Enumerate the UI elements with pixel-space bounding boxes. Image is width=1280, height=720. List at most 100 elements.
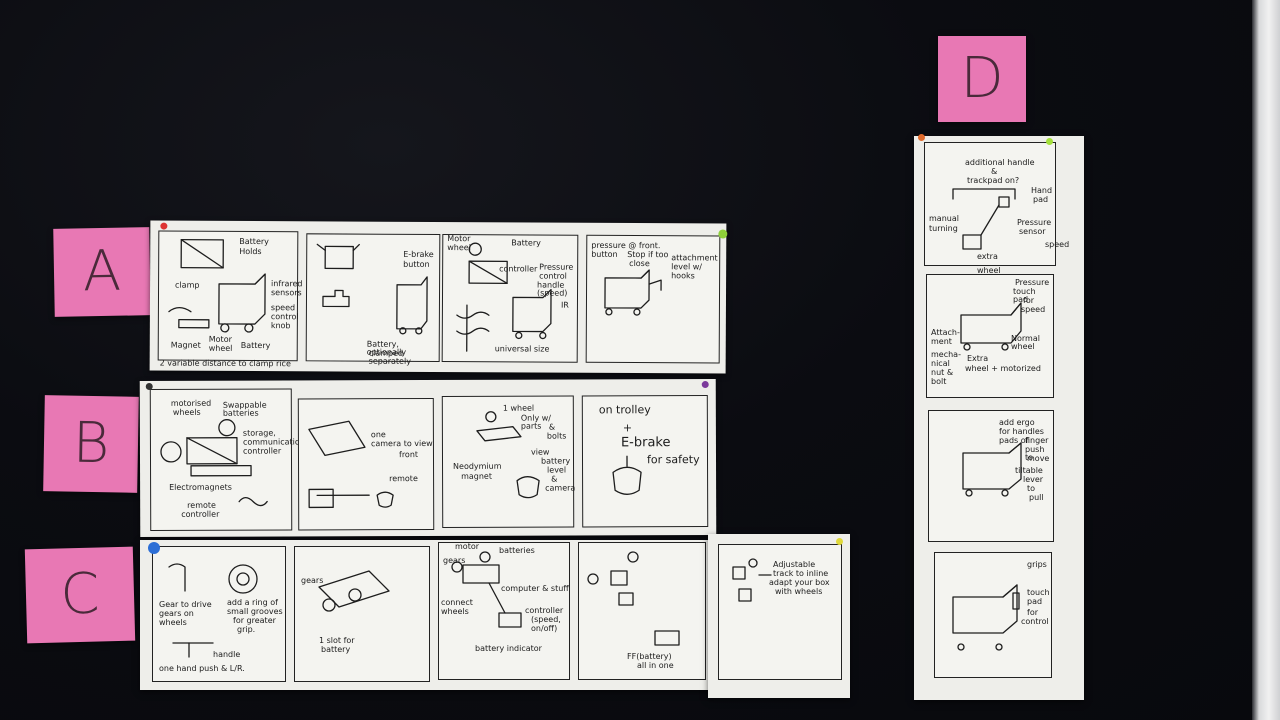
note-d1-trackpad: trackpad on? — [967, 176, 1020, 185]
note-a3-controller: controller — [499, 264, 538, 274]
note-d2-attach: Attach- — [931, 328, 960, 337]
note-c3-batteries: batteries — [499, 546, 535, 555]
panel-d2: Pressure touch pad for speed Attach- men… — [926, 274, 1054, 398]
note-a4-hooks: hooks — [671, 271, 695, 281]
note-d2-normal: Normal wheel — [1011, 334, 1040, 352]
note-d3-lever: lever — [1023, 475, 1044, 484]
panel-c3: motor gears batteries computer & stuff c… — [438, 542, 570, 680]
note-c3-connect: connect — [441, 598, 473, 607]
panel-d1: additional handle & trackpad on? Hand pa… — [924, 142, 1069, 275]
note-b1-swappable: Swappable batteries — [222, 400, 267, 419]
note-c5-adapt: adapt your box — [769, 578, 830, 587]
note-d3-pull: pull — [1029, 493, 1044, 502]
note-d4-pad: pad — [1027, 597, 1043, 606]
note-c2-battery: battery — [321, 645, 351, 654]
note-c4-all: all in one — [637, 661, 674, 670]
pin-red — [160, 222, 168, 230]
note-b3-magnet: magnet — [461, 471, 492, 481]
note-c1-grip: grip. — [237, 625, 256, 634]
note-c1-push: one hand push & L/R. — [159, 664, 245, 673]
sketch-d1 — [952, 188, 1016, 250]
note-b3-camera: camera — [545, 483, 576, 493]
note-a3-ir: IR — [560, 300, 569, 310]
pin-yellow — [836, 538, 843, 545]
sticky-label-a: A — [82, 238, 122, 305]
panel-a3: Motor wheel Battery controller Pressure … — [441, 234, 579, 363]
note-d1-turning: turning — [929, 224, 958, 233]
note-b2-camera: camera to view — [370, 438, 433, 449]
note-c3-motor: motor — [455, 542, 480, 551]
note-c5-wheels: with wheels — [775, 587, 823, 596]
note-d3-pads: pads of — [999, 436, 1029, 445]
note-b3-wheel: 1 wheel — [502, 403, 535, 413]
note-a1-battery2: Battery — [240, 340, 271, 351]
sketch-a3 — [456, 242, 552, 352]
pin-lime — [1046, 138, 1053, 145]
sticky-label-b: B — [72, 410, 110, 477]
note-d1-and: & — [991, 167, 998, 176]
pin-purple — [701, 381, 709, 389]
panel-c2: gears 1 slot for battery — [294, 546, 430, 682]
note-c1-grooves: small grooves — [227, 607, 283, 616]
note-d1-extra: extra — [977, 252, 998, 261]
panel-b2: one camera to view front remote — [297, 397, 435, 531]
note-d2-touchpad: touch pad — [1013, 287, 1036, 305]
note-d2-extra: Extra — [967, 354, 989, 363]
panel-c4: FF(battery) all in one — [578, 542, 706, 680]
note-b1-controller: controller — [242, 446, 282, 456]
note-c3-wheels: wheels — [441, 607, 469, 616]
note-b4-safety: for safety — [646, 453, 700, 467]
sketch-c3 — [451, 551, 522, 628]
note-c2-slot: 1 slot for — [319, 636, 355, 645]
sketch-d3 — [962, 442, 1022, 497]
note-b1-electromagnets: Electromagnets — [169, 482, 232, 492]
note-c3-controller: controller — [525, 606, 564, 615]
sticky-note-c: C — [24, 546, 136, 644]
note-c3-onoff: on/off) — [531, 624, 558, 633]
panel-b4: on trolley + E-brake for safety — [581, 395, 709, 528]
storyboard-strip-c: Gear to drive gears on wheels add a ring… — [140, 540, 714, 690]
note-d2-nut: nut & — [931, 368, 954, 377]
note-a2-ebrake: E-brake — [403, 249, 434, 259]
note-a2-clamped: clamped separately — [368, 348, 411, 367]
sketch-c1 — [168, 563, 258, 658]
sketch-d2 — [960, 302, 1022, 351]
note-d2-for: for — [1023, 296, 1034, 305]
note-a3-battery: Battery — [511, 238, 541, 248]
note-c3-gears: gears — [443, 556, 466, 565]
sketch-b1 — [160, 419, 268, 507]
note-d1-sensor: sensor — [1019, 227, 1046, 236]
note-a4-close: close — [629, 259, 650, 269]
note-c1-gear: Gear to drive — [159, 600, 212, 609]
note-c1-handle: handle — [213, 650, 241, 659]
storyboard-strip-d: additional handle & trackpad on? Hand pa… — [914, 134, 1084, 700]
note-a1-knob: knob — [270, 321, 291, 331]
note-c1-wheels: wheels — [159, 618, 187, 627]
pin-blue — [148, 542, 160, 554]
note-b4-plus: + — [622, 421, 633, 435]
note-d4-grips: grips — [1027, 560, 1047, 569]
pin-green — [718, 229, 728, 239]
sketch-d4 — [952, 584, 1020, 651]
note-d3-handles: for handles — [999, 427, 1044, 436]
sketch-a1 — [168, 239, 266, 333]
note-a-footer: 2 variable distance to clamp rice — [159, 358, 291, 369]
note-b2-front: front — [398, 450, 419, 460]
note-d4-control: control — [1021, 617, 1049, 626]
panel-b1: motorised wheels Swappable batteries sto… — [149, 388, 307, 531]
note-d1-pressure: Pressure — [1017, 218, 1052, 227]
note-d4-touch: touch — [1027, 588, 1050, 597]
note-c1-greater: for greater — [233, 616, 276, 625]
note-a4-button: button — [591, 249, 618, 259]
panel-d3: add ergo for handles pads of finger push… — [928, 410, 1054, 542]
sketch-a2 — [316, 243, 428, 335]
note-a1-sensors: sensors — [270, 288, 302, 298]
note-a3-wheel: wheel — [447, 243, 471, 253]
note-d3-ergo: add ergo — [999, 418, 1035, 427]
note-c2-gears: gears — [301, 576, 324, 585]
note-c3-computer: computer & stuff — [501, 584, 569, 593]
panel-c5: Adjustable track to inline adapt your bo… — [718, 544, 842, 680]
panel-c1: Gear to drive gears on wheels add a ring… — [152, 546, 286, 682]
sketch-b3 — [476, 411, 540, 499]
sticky-note-d: D — [938, 36, 1026, 122]
